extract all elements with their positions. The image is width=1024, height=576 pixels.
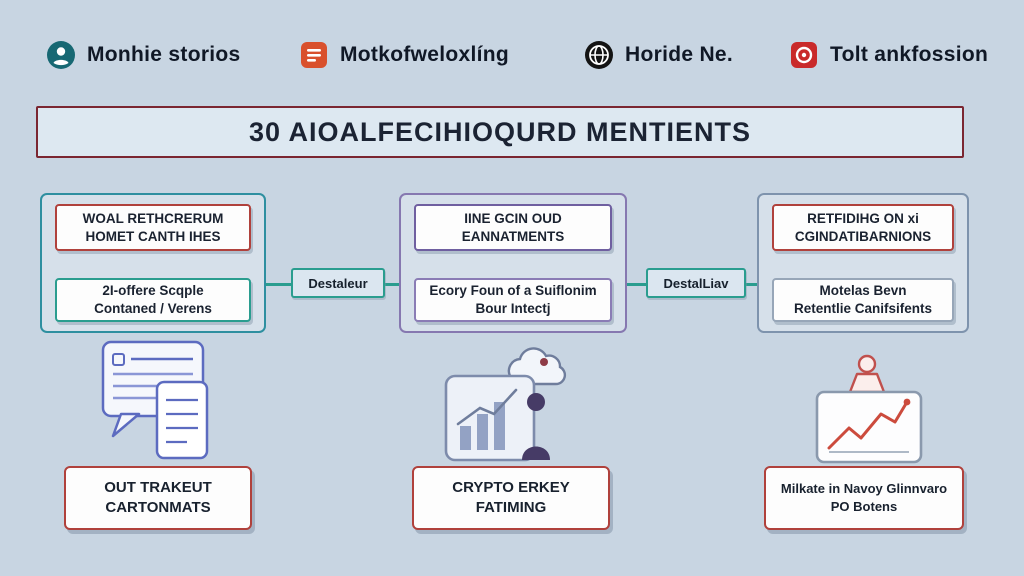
- footer-text: PO Botens: [830, 499, 898, 514]
- card-text: EANNATMENTS: [461, 228, 565, 244]
- card-text: RETFIDIHG ON xi: [807, 210, 919, 226]
- footer-text: Milkate in Navoy Glinnvaro: [780, 481, 948, 497]
- card-text: Retentlie Canifsifents: [793, 301, 933, 316]
- header-item-2: Motkofweloxlíng: [299, 40, 509, 70]
- card-text: Contaned / Verens: [94, 301, 212, 316]
- person-circle-icon: [46, 40, 76, 70]
- header-item-label: Horide Ne.: [625, 43, 734, 66]
- person-chart-cloud-illustration: [444, 347, 567, 462]
- card-text: IINE GCIN OUD: [464, 210, 562, 226]
- card-text: CGINDATIBARNIONS: [794, 228, 932, 244]
- column3-mid-card: Motelas Bevn Retentlie Canifsifents: [772, 278, 954, 322]
- footer-text: CARTONMATS: [105, 499, 211, 516]
- title-banner: 30 AIOALFECIHIOQURD MENTIENTS: [36, 106, 964, 158]
- card-text: 2I-offere Scqple: [102, 283, 204, 299]
- column3-top-card: RETFIDIHG ON xi CGINDATIBARNIONS: [772, 204, 954, 251]
- connector-label-2: DestalLiav: [646, 268, 746, 298]
- column2-top-card: IINE GCIN OUD EANNATMENTS: [414, 204, 612, 251]
- globe-icon: [584, 40, 614, 70]
- footer-box-2: CRYPTO ERKEY FATIMING: [412, 466, 610, 530]
- connector-label-1: Destaleur: [291, 268, 385, 298]
- footer-text: OUT TRAKEUT: [104, 478, 212, 496]
- chat-document-illustration: [101, 340, 209, 460]
- flow-column-1: WOAL RETHCRERUM HOMET CANTH IHES 2I-offe…: [40, 193, 266, 333]
- page-title: 30 AIOALFECIHIOQURD MENTIENTS: [248, 116, 752, 147]
- list-badge-icon: [299, 40, 329, 70]
- column1-mid-card: 2I-offere Scqple Contaned / Verens: [55, 278, 251, 322]
- header-item-1: Monhie storios: [46, 40, 241, 70]
- footer-text: FATIMING: [475, 499, 547, 516]
- card-text: Ecory Foun of a Suiflonim: [429, 283, 597, 299]
- growth-chart-person-illustration: [815, 354, 923, 464]
- header-item-label: Motkofweloxlíng: [340, 43, 509, 66]
- target-icon: [789, 40, 819, 70]
- column2-mid-card: Ecory Foun of a Suiflonim Bour Intectj: [414, 278, 612, 322]
- card-text: HOMET CANTH IHES: [85, 228, 221, 244]
- footer-box-1: OUT TRAKEUT CARTONMATS: [64, 466, 252, 530]
- header-item-3: Horide Ne.: [584, 40, 733, 70]
- header-item-label: Monhie storios: [87, 43, 241, 66]
- card-text: Bour Intectj: [475, 301, 551, 316]
- card-text: WOAL RETHCRERUM: [82, 210, 224, 226]
- footer-text: CRYPTO ERKEY: [452, 478, 570, 496]
- column1-top-card: WOAL RETHCRERUM HOMET CANTH IHES: [55, 204, 251, 251]
- flow-column-3: RETFIDIHG ON xi CGINDATIBARNIONS Motelas…: [757, 193, 969, 333]
- footer-box-3: Milkate in Navoy Glinnvaro PO Botens: [764, 466, 964, 530]
- header-item-4: Tolt ankfossion: [789, 40, 988, 70]
- card-text: Motelas Bevn: [819, 283, 907, 299]
- flow-column-2: IINE GCIN OUD EANNATMENTS Ecory Foun of …: [399, 193, 627, 333]
- header-item-label: Tolt ankfossion: [830, 43, 989, 66]
